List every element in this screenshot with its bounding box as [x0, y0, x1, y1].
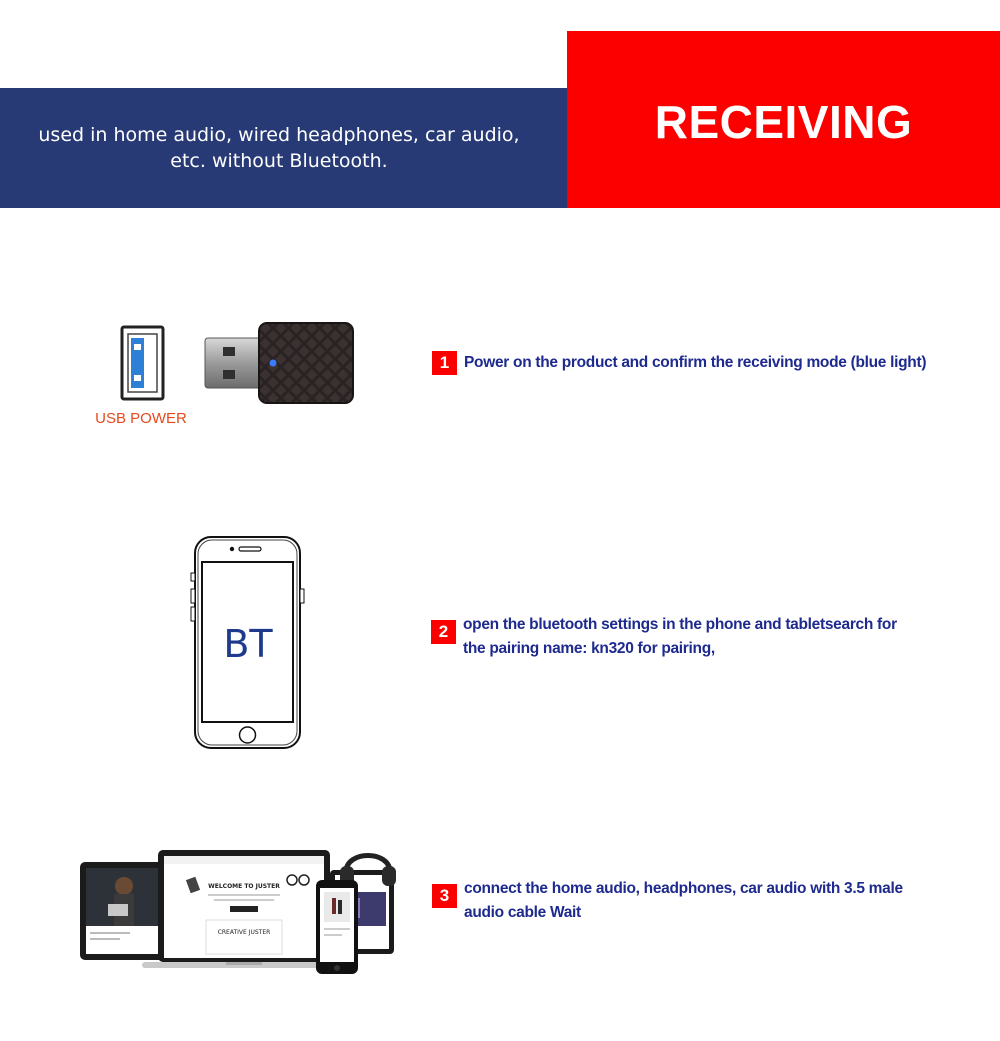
- banner-title: RECEIVING: [654, 96, 913, 148]
- bluetooth-dongle-icon: [204, 322, 354, 404]
- step-3-text: connect the home audio, headphones, car …: [464, 877, 964, 925]
- step-2-badge: 2: [431, 620, 456, 644]
- banner-blue-panel: [0, 88, 568, 208]
- step-3-text-line-1: connect the home audio, headphones, car …: [464, 880, 903, 897]
- usb-port-icon: [120, 325, 165, 401]
- step-2-text-line-2: the pairing name: kn320 for pairing,: [463, 640, 715, 657]
- banner-description-line-1: used in home audio, wired headphones, ca…: [38, 124, 520, 146]
- usb-power-caption: USB POWER: [95, 410, 187, 427]
- laptop-heading: WELCOME TO JUSTER: [208, 883, 280, 890]
- banner-red-panel: [567, 31, 1000, 208]
- smartphone-icon: [190, 536, 305, 749]
- devices-collage-icon: WELCOME TO JUSTER CREATIVE JUSTER: [80, 850, 396, 974]
- step-3-text-line-2: audio cable Wait: [464, 904, 581, 921]
- step-1-text: Power on the product and confirm the rec…: [464, 354, 927, 371]
- step-1-badge: 1: [432, 351, 457, 375]
- banner-description-line-2: etc. without Bluetooth.: [170, 150, 388, 172]
- phone-screen-text: BT: [223, 622, 273, 666]
- step-3-badge: 3: [432, 884, 457, 908]
- step-2-text: open the bluetooth settings in the phone…: [463, 613, 963, 661]
- banner-description: used in home audio, wired headphones, ca…: [0, 122, 558, 174]
- laptop-subheading: CREATIVE JUSTER: [218, 929, 271, 936]
- step-2-text-line-1: open the bluetooth settings in the phone…: [463, 616, 897, 633]
